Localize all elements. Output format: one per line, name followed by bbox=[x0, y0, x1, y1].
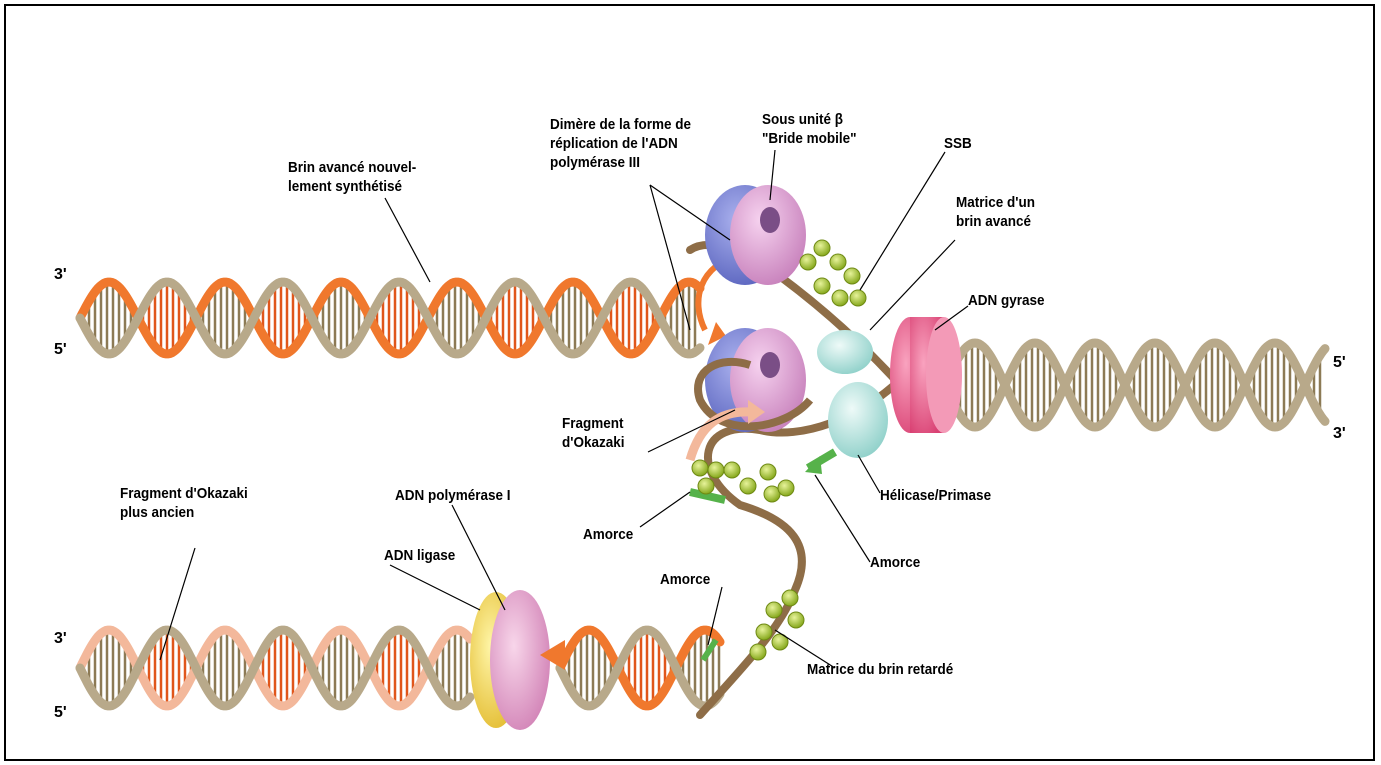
label-lagging-template: Matrice du brin retardé bbox=[807, 660, 953, 679]
ssb-bead bbox=[850, 290, 866, 306]
dna-gyrase bbox=[890, 317, 962, 433]
ssb-bead bbox=[830, 254, 846, 270]
label-beta-subunit: Sous unité β"Bride mobile" bbox=[762, 110, 857, 148]
ssb-bead bbox=[756, 624, 772, 640]
label-helicase-primase: Hélicase/Primase bbox=[880, 486, 991, 505]
ssb-bead bbox=[692, 460, 708, 476]
end-label-top-left-5: 5' bbox=[54, 341, 67, 359]
ssb-bead bbox=[760, 464, 776, 480]
label-leading-new: Brin avancé nouvel-lement synthétisé bbox=[288, 158, 416, 196]
pol3-dimer-top bbox=[705, 185, 806, 285]
label-pol1: ADN polymérase I bbox=[395, 486, 511, 505]
label-gyrase: ADN gyrase bbox=[968, 291, 1045, 310]
label-primer-left: Amorce bbox=[583, 525, 633, 544]
helicase-primase bbox=[817, 330, 888, 458]
ssb-bead bbox=[698, 478, 714, 494]
label-primer-bottom: Amorce bbox=[660, 570, 710, 589]
top-left-duplex bbox=[80, 282, 700, 354]
end-label-bottom-left-5: 5' bbox=[54, 704, 67, 722]
ssb-bead bbox=[814, 278, 830, 294]
bottom-lagging-duplex bbox=[80, 630, 720, 706]
ssb-bead bbox=[788, 612, 804, 628]
ssb-bead bbox=[724, 462, 740, 478]
end-label-right-5: 5' bbox=[1333, 354, 1346, 372]
ssb-bead bbox=[778, 480, 794, 496]
ssb-bead bbox=[800, 254, 816, 270]
end-label-right-3: 3' bbox=[1333, 425, 1346, 443]
ssb-bead bbox=[782, 590, 798, 606]
ssb-bead bbox=[814, 240, 830, 256]
right-parental-duplex bbox=[945, 343, 1325, 427]
label-ssb: SSB bbox=[944, 134, 972, 153]
ssb-bead bbox=[766, 602, 782, 618]
ssb-bead bbox=[832, 290, 848, 306]
ssb-bead bbox=[740, 478, 756, 494]
ssb-bead bbox=[708, 462, 724, 478]
dna-polymerase-1 bbox=[490, 590, 550, 730]
end-label-top-left-3: 3' bbox=[54, 266, 67, 284]
ssb-bead bbox=[750, 644, 766, 660]
label-primer-right: Amorce bbox=[870, 553, 920, 572]
ssb-bead bbox=[844, 268, 860, 284]
label-ligase: ADN ligase bbox=[384, 546, 455, 565]
end-label-bottom-left-3: 3' bbox=[54, 630, 67, 648]
